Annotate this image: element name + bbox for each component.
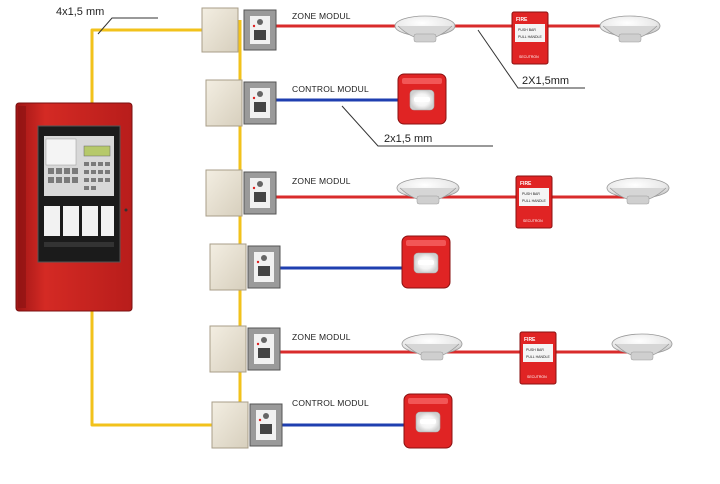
bus-cable-label: 4x1,5 mm (56, 6, 104, 18)
station-brand-text: SECUTRON (523, 219, 543, 223)
control-label-leader (341, 105, 493, 147)
zone-module-label-1: ZONE MODUL (292, 11, 351, 21)
control-module-label-1: CONTROL MODUL (292, 84, 369, 94)
zone-label-leader (477, 29, 585, 89)
zone-module-2 (205, 169, 277, 217)
station-brand-text: SECUTRON (519, 55, 539, 59)
fire-alarm-control-panel (15, 102, 133, 312)
station-pull-text: PULL HANDLE (526, 355, 550, 359)
station-pull-text: PULL HANDLE (518, 35, 542, 39)
bus-bottom-wire (90, 306, 212, 427)
zone-wiring (276, 24, 648, 354)
manual-call-point-3: FIRE PUSH BAR PULL HANDLE SECUTRON (519, 331, 557, 385)
zone-module-3 (209, 325, 281, 373)
control-module-label-3: CONTROL MODUL (292, 398, 369, 408)
manual-call-point-2: FIRE PUSH BAR PULL HANDLE SECUTRON (515, 175, 553, 229)
smoke-detector-3 (396, 177, 460, 205)
horn-strobe-3 (403, 393, 453, 449)
control-cable-label: 2x1,5 mm (384, 133, 432, 145)
manual-call-point-1: FIRE PUSH BAR PULL HANDLE SECUTRON (511, 11, 549, 65)
zone-module-label-3: ZONE MODUL (292, 332, 351, 342)
horn-strobe-1 (397, 73, 447, 125)
zone-module-label-2: ZONE MODUL (292, 176, 351, 186)
smoke-detector-1 (394, 15, 456, 43)
control-module-1 (205, 79, 277, 127)
zone-cable-label: 2X1,5mm (522, 75, 569, 87)
zone-module-1 (201, 7, 277, 53)
station-brand-text: SECUTRON (527, 375, 547, 379)
smoke-detector-2 (599, 15, 661, 43)
station-fire-text: FIRE (524, 337, 536, 343)
station-push-text: PUSH BAR (518, 28, 536, 32)
station-fire-text: FIRE (520, 181, 532, 187)
control-module-2 (209, 243, 281, 291)
bus-label-leader (97, 17, 158, 35)
panel-keypad (48, 162, 110, 190)
bus-top-wire (90, 28, 212, 112)
horn-strobe-2 (401, 235, 451, 289)
station-fire-text: FIRE (516, 17, 528, 23)
station-push-text: PUSH BAR (526, 348, 544, 352)
control-wiring (276, 98, 410, 427)
station-pull-text: PULL HANDLE (522, 199, 546, 203)
smoke-detector-4 (606, 177, 670, 205)
control-module-3 (211, 401, 283, 449)
station-push-text: PUSH BAR (522, 192, 540, 196)
smoke-detector-6 (611, 333, 673, 361)
smoke-detector-5 (401, 333, 463, 361)
